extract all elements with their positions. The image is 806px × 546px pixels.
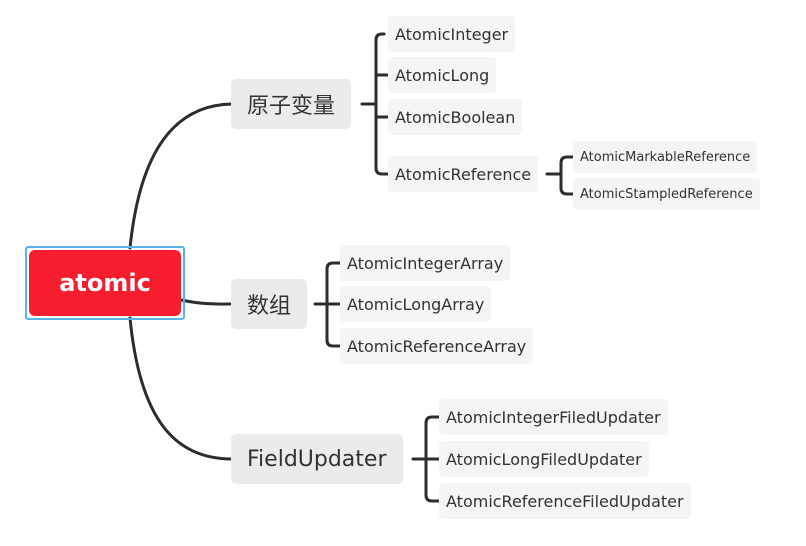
subtopic-label: AtomicReferenceArray [347, 336, 527, 356]
subtopic-atomicintegerarray[interactable]: AtomicIntegerArray [340, 245, 511, 281]
topic-label: 数组 [247, 294, 292, 319]
root-topic-label: atomic [59, 269, 151, 297]
subtopic-label: AtomicBoolean [395, 107, 516, 127]
connector-root-to-shuzu [179, 298, 234, 306]
subtopic-atomicboolean[interactable]: AtomicBoolean [388, 99, 523, 135]
root-topic[interactable]: atomic [29, 250, 181, 316]
topic-shuzu[interactable]: 数组 [231, 279, 308, 329]
bracket-atomicreference [545, 155, 576, 196]
subtopic-label: AtomicIntegerFiledUpdater [446, 407, 661, 427]
connector-root-to-fieldupdater [128, 316, 234, 461]
subtopic-atomicinteger[interactable]: AtomicInteger [388, 16, 516, 52]
topic-label: FieldUpdater [247, 446, 387, 472]
topic-label: 原子变量 [247, 94, 336, 119]
subtopic-atomicintegerfiledupdater[interactable]: AtomicIntegerFiledUpdater [439, 399, 668, 435]
subtopic-label: AtomicLongFiledUpdater [446, 449, 642, 469]
subtopic-label: AtomicReferenceFiledUpdater [446, 491, 684, 511]
bracket-shuzu [313, 261, 342, 348]
subtopic-atomicreferencefiledupdater[interactable]: AtomicReferenceFiledUpdater [439, 483, 691, 519]
topic-fieldupdater[interactable]: FieldUpdater [231, 434, 403, 484]
subtopic-atomiclongfiledupdater[interactable]: AtomicLongFiledUpdater [439, 441, 649, 477]
subtopic-atomiclongarray[interactable]: AtomicLongArray [340, 286, 492, 322]
bracket-yuanzi [360, 32, 390, 176]
connector-root-to-yuanzi [128, 102, 234, 250]
subtopic-label: AtomicReference [395, 164, 532, 184]
root-selection-frame [25, 246, 185, 320]
subtopic-label: AtomicIntegerArray [347, 253, 504, 273]
subtopic-label: AtomicInteger [395, 24, 509, 44]
subtopic-atomicreference[interactable]: AtomicReference [388, 156, 539, 192]
bracket-fieldupdater [411, 415, 441, 503]
subtopic-label: AtomicMarkableReference [580, 149, 751, 165]
subtopic-label: AtomicStampledReference [580, 186, 753, 202]
topic-yuanzi-bianliang[interactable]: 原子变量 [231, 79, 352, 129]
subtopic-atomicstampledreference[interactable]: AtomicStampledReference [573, 178, 760, 210]
subtopic-atomicmarkablereference[interactable]: AtomicMarkableReference [573, 141, 758, 173]
subtopic-atomiclong[interactable]: AtomicLong [388, 57, 497, 93]
subtopic-label: AtomicLongArray [347, 294, 485, 314]
subtopic-label: AtomicLong [395, 65, 490, 85]
subtopic-atomicreferencearray[interactable]: AtomicReferenceArray [340, 328, 534, 364]
